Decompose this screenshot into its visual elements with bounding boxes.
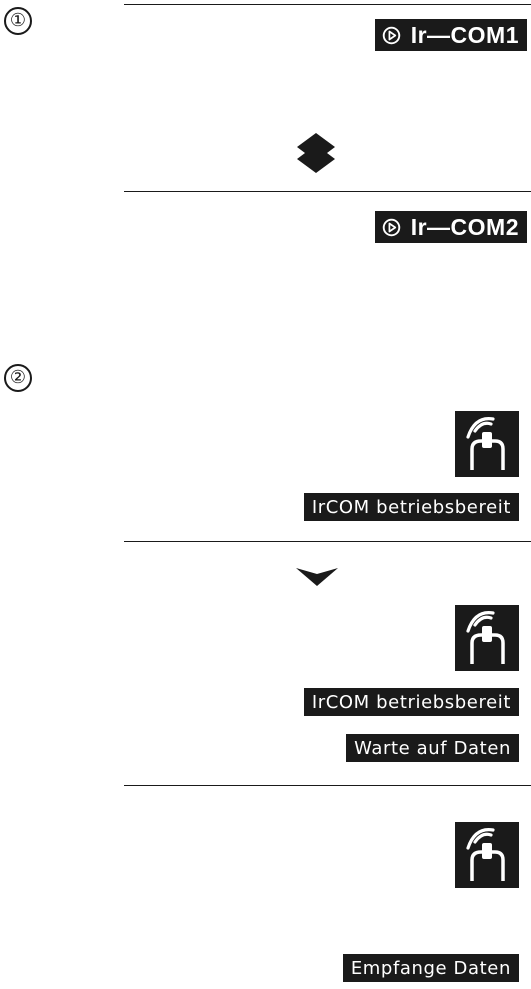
status-receiving-text: Empfange Daten <box>350 957 511 979</box>
status-waiting: Warte auf Daten <box>346 734 519 762</box>
status-ready-repeat: IrCOM betriebsbereit <box>303 688 519 716</box>
divider-top <box>124 4 531 5</box>
display-ir-com1-text: Ir—COM1 <box>410 21 519 48</box>
play-circle-icon <box>382 26 400 44</box>
display-ir-com1: Ir—COM1 <box>374 19 527 51</box>
divider-section2-a <box>124 541 531 542</box>
divider-section1 <box>124 191 531 192</box>
status-ready: IrCOM betriebsbereit <box>303 493 519 521</box>
step-number-1: ① <box>4 7 32 35</box>
display-ir-com2: Ir—COM2 <box>374 211 527 243</box>
down-arrow-icon <box>296 568 338 586</box>
infrared-transceiver-icon <box>455 822 519 888</box>
play-circle-icon <box>382 218 400 236</box>
status-ready-text: IrCOM betriebsbereit <box>311 496 511 518</box>
divider-section2-b <box>124 785 531 786</box>
up-down-arrow-icon <box>297 133 335 173</box>
display-ir-com2-text: Ir—COM2 <box>410 213 519 240</box>
status-receiving: Empfange Daten <box>342 954 519 982</box>
status-ready-repeat-text: IrCOM betriebsbereit <box>311 691 511 713</box>
infrared-transceiver-icon <box>455 411 519 477</box>
infrared-transceiver-icon <box>455 605 519 671</box>
status-waiting-text: Warte auf Daten <box>354 737 511 759</box>
step-number-2: ② <box>4 364 32 392</box>
